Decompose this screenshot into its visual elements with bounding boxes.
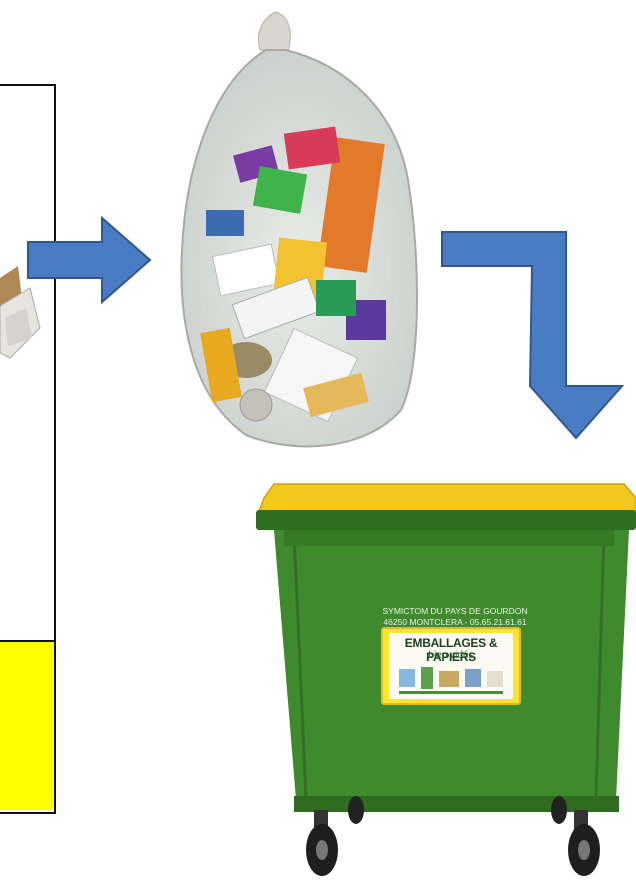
sticker-subtitle: bien vidés (389, 650, 513, 661)
elbow-down-arrow-icon (436, 226, 632, 444)
sticker-label-area: EMBALLAGES & PAPIERS bien vidés (389, 633, 513, 699)
right-arrow-icon (22, 212, 156, 308)
recycling-bag-icon (176, 10, 426, 456)
sticker-org-line1: SYMICTOM DU PAYS DE GOURDON (380, 606, 530, 617)
sticker-organisation: SYMICTOM DU PAYS DE GOURDON 46250 MONTCL… (380, 606, 530, 628)
bin-sticker: EMBALLAGES & PAPIERS bien vidés (381, 627, 521, 705)
yellow-highlight-box (0, 640, 56, 810)
recyclables-pictogram (395, 663, 507, 697)
